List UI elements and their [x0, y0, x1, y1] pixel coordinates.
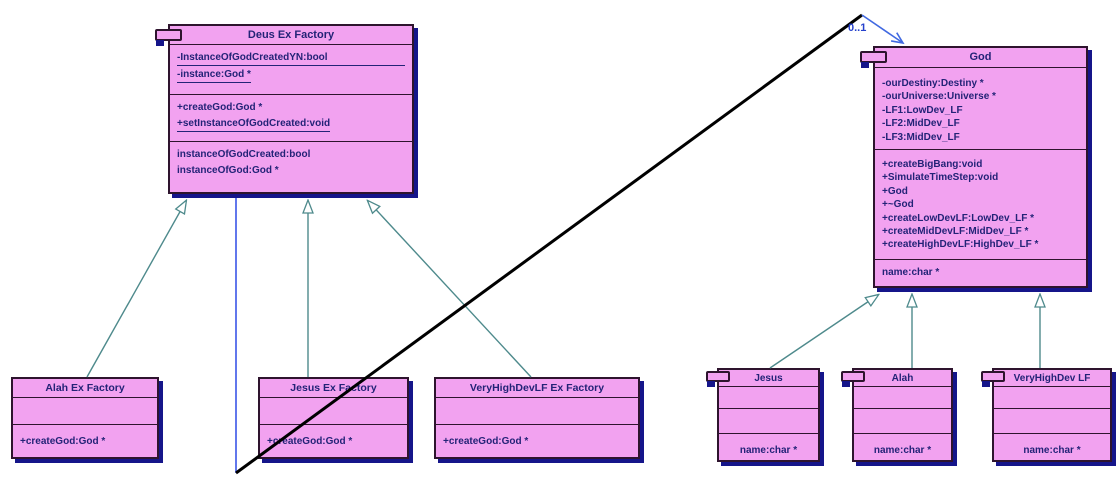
member-property: instanceOfGod:God * — [177, 165, 279, 176]
properties-compartment: name:char * — [854, 434, 951, 460]
properties-compartment: instanceOfGodCreated:bool instanceOfGod:… — [170, 142, 412, 192]
class-box-alah: Alah name:char * — [841, 368, 953, 462]
class-icon — [860, 51, 887, 68]
member-property: name:char * — [873, 445, 932, 456]
class-title: God — [875, 48, 1086, 68]
member-method: +createGod:God * — [177, 102, 263, 113]
properties-compartment: name:char * — [994, 434, 1110, 460]
generalization-veryhighdevlf-factory — [368, 201, 532, 378]
class-icon — [841, 371, 865, 387]
methods-compartment: +createGod:God * — [260, 425, 407, 457]
member-property: name:char * — [882, 267, 940, 278]
member-method: +createLowDevLF:LowDev_LF * — [882, 212, 1034, 224]
attributes-compartment: -ourDestiny:Destiny * -ourUniverse:Unive… — [875, 68, 1086, 150]
class-title: Deus Ex Factory — [170, 26, 412, 45]
multiplicity-label: 0..1 — [848, 22, 867, 34]
member-attribute: -InstanceOfGodCreatedYN:bool — [177, 50, 405, 66]
member-property: instanceOfGodCreated:bool — [177, 149, 311, 160]
member-method: +createGod:God * — [267, 436, 353, 447]
class-icon-notch — [982, 381, 990, 387]
class-title: Jesus — [719, 370, 818, 387]
association-edge-arrow — [861, 14, 905, 45]
class-icon-notch — [156, 40, 164, 46]
generalization-jesus — [769, 295, 878, 369]
generalization-alah-factory — [86, 201, 186, 378]
member-method: +setInstanceOfGodCreated:void — [177, 116, 331, 132]
member-method: +createBigBang:void — [882, 159, 983, 170]
class-icon — [155, 29, 182, 46]
class-box-deus-ex-factory: Deus Ex Factory -InstanceOfGodCreatedYN:… — [155, 24, 414, 194]
methods-compartment: +createGod:God * — [436, 425, 638, 457]
class-box-jesus-ex-factory: Jesus Ex Factory +createGod:God * — [258, 377, 409, 459]
member-method: +createGod:God * — [20, 436, 106, 447]
class-icon-notch — [861, 62, 869, 68]
member-method: +SimulateTimeStep:void — [882, 172, 999, 184]
attributes-compartment — [436, 398, 638, 425]
member-property: name:char * — [1023, 445, 1081, 456]
member-attribute: -instance:God * — [177, 67, 251, 83]
member-attribute: -LF2:MidDev_LF — [882, 118, 960, 130]
attributes-compartment — [13, 398, 157, 425]
class-icon — [981, 371, 1005, 387]
class-title: Alah — [854, 370, 951, 387]
class-box-alah-ex-factory: Alah Ex Factory +createGod:God * — [11, 377, 159, 459]
member-property: name:char * — [739, 445, 798, 456]
class-title: Alah Ex Factory — [13, 379, 157, 398]
class-box-veryhighdevlf-ex-factory: VeryHighDevLF Ex Factory +createGod:God … — [434, 377, 640, 459]
member-attribute: -ourUniverse:Universe * — [882, 91, 996, 103]
methods-compartment: +createGod:God * — [13, 425, 157, 457]
attributes-compartment — [260, 398, 407, 425]
member-attribute: -ourDestiny:Destiny * — [882, 78, 984, 89]
class-box-jesus: Jesus name:char * — [706, 368, 820, 462]
methods-compartment — [854, 409, 951, 434]
member-attribute: -LF3:MidDev_LF — [882, 131, 960, 143]
properties-compartment: name:char * — [719, 434, 818, 460]
attributes-compartment: -InstanceOfGodCreatedYN:bool -instance:G… — [170, 45, 412, 95]
attributes-compartment — [994, 387, 1110, 409]
methods-compartment — [994, 409, 1110, 434]
class-title: Jesus Ex Factory — [260, 379, 407, 398]
class-title: VeryHighDevLF Ex Factory — [436, 379, 638, 398]
attributes-compartment — [854, 387, 951, 409]
class-icon-notch — [842, 381, 850, 387]
member-method: +createHighDevLF:HighDev_LF * — [882, 239, 1039, 251]
member-method: +createGod:God * — [443, 436, 529, 447]
class-title: VeryHighDev LF — [994, 370, 1110, 387]
member-method: +~God — [882, 199, 914, 211]
class-box-veryhighdev-lf: VeryHighDev LF name:char * — [981, 368, 1112, 462]
class-box-god: God -ourDestiny:Destiny * -ourUniverse:U… — [860, 46, 1088, 288]
class-icon-notch — [707, 381, 715, 387]
member-method: +God — [882, 185, 908, 197]
class-icon — [706, 371, 730, 387]
methods-compartment: +createBigBang:void +SimulateTimeStep:vo… — [875, 150, 1086, 260]
methods-compartment — [719, 409, 818, 434]
member-method: +createMidDevLF:MidDev_LF * — [882, 226, 1029, 238]
properties-compartment: name:char * — [875, 260, 1086, 286]
class-icon-tab — [981, 371, 1005, 382]
member-attribute: -LF1:LowDev_LF — [882, 104, 963, 116]
class-icon-tab — [155, 29, 182, 41]
attributes-compartment — [719, 387, 818, 409]
methods-compartment: +createGod:God * +setInstanceOfGodCreate… — [170, 95, 412, 142]
